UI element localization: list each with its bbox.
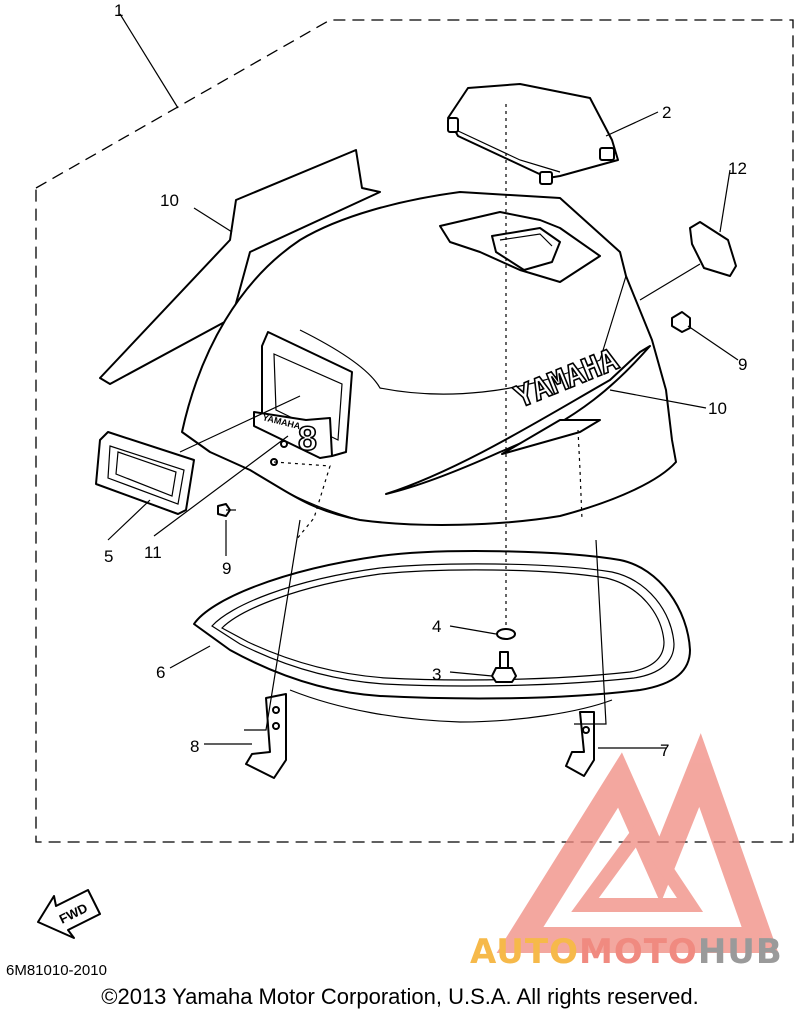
screw-left [217, 503, 236, 517]
screw-right [671, 311, 691, 333]
top-cap-cover [447, 83, 619, 185]
watermark-auto: AUTO [470, 932, 579, 972]
callout-10-left: 10 [160, 191, 179, 210]
washer [496, 628, 516, 640]
side-stripe-decal [385, 345, 651, 495]
watermark-logo [496, 733, 779, 953]
side-decal-left [99, 149, 381, 385]
callout-10-right: 10 [708, 399, 727, 418]
watermark-brand-text: AUTOMOTOHUB [470, 932, 783, 972]
callout-2: 2 [662, 103, 671, 122]
bolt [491, 651, 517, 683]
callout-9-left: 9 [222, 559, 231, 578]
vent-seal [95, 431, 195, 515]
copyright-notice: ©2013 Yamaha Motor Corporation, U.S.A. A… [101, 984, 699, 1009]
callout-5: 5 [104, 547, 113, 566]
diagram-part-code: 6M81010-2010 [6, 962, 107, 979]
fwd-arrow-icon: FWD [37, 889, 101, 939]
callout-9-right: 9 [738, 355, 747, 374]
decal-number-text: 8 [298, 420, 317, 458]
callout-12: 12 [728, 159, 747, 178]
watermark-moto: MOTO [578, 932, 698, 972]
watermark-hub: HUB [697, 932, 783, 972]
bottom-seal [193, 550, 691, 723]
callout-4: 4 [432, 617, 441, 636]
callout-6: 6 [156, 663, 165, 682]
assembly-boundary [35, 19, 794, 843]
model-decal: YAMAHA 8 [253, 411, 333, 459]
callout-11: 11 [144, 543, 162, 562]
callout-3: 3 [432, 665, 441, 684]
callout-8: 8 [190, 737, 199, 756]
side-plate [689, 221, 737, 277]
callout-1: 1 [114, 1, 123, 20]
bracket-left [245, 693, 287, 779]
bracket-right [565, 711, 595, 777]
callout-7: 7 [660, 741, 669, 760]
